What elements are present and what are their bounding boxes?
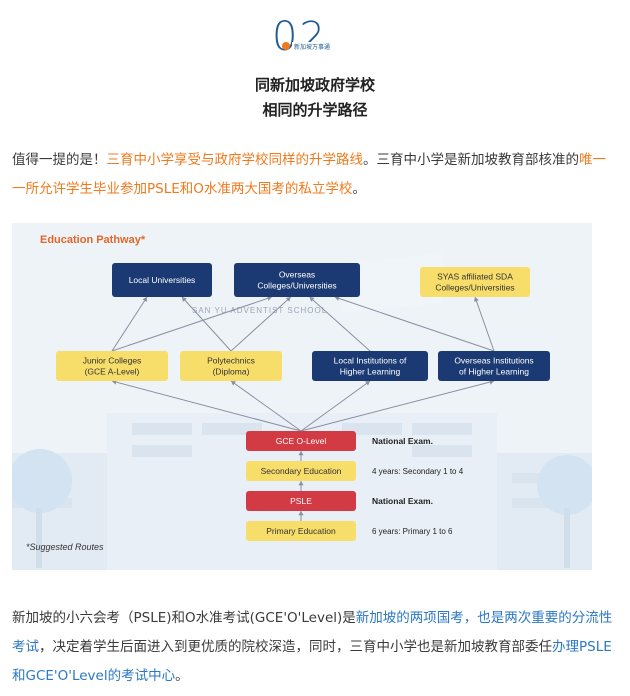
diagram-watermark: SAN YU ADVENTIST SCHOOL <box>192 306 327 315</box>
outro-text-3: 。 <box>175 668 189 684</box>
arrow-overseasinst-to-syas-head <box>473 297 479 302</box>
pathway-box-label: Colleges/Universities <box>435 283 514 293</box>
pathway-box-label: (Diploma) <box>213 367 250 377</box>
arrow-overseasinst-to-syas <box>474 296 495 352</box>
outro-text-2: ，决定着学生后面进入到更优质的院校深造，同时，三育中小学也是新加坡教育部委任 <box>39 639 552 655</box>
pathway-box-olevel: GCE O-Level National Exam. <box>246 431 433 451</box>
arrow-olevel-to-local_inst <box>300 380 371 432</box>
pathway-box-bg <box>246 521 356 541</box>
pathway-box-local-uni: Local Universities <box>112 263 212 297</box>
arrow-olevel-to-poly-head <box>231 381 236 386</box>
pathway-box-label: Junior Colleges <box>83 356 142 366</box>
arrow-jc-to-local-uni <box>111 296 148 352</box>
pathway-box-note: 6 years: Primary 1 to 6 <box>372 527 453 536</box>
section-number: 02 <box>272 14 327 60</box>
arrow-overseasinst-to-overseas-uni <box>334 296 495 352</box>
pathway-box-bg <box>312 351 428 381</box>
pathway-box-note: National Exam. <box>372 496 433 506</box>
pathway-box-bg <box>112 263 212 297</box>
intro-highlight-2: 唯一 一所允许学生毕业参加PSLE和O水准两大国考的私立学校 <box>12 152 606 197</box>
pathway-box-label: Local Universities <box>129 275 196 285</box>
pathway-box-label: SYAS affiliated SDA <box>437 272 513 282</box>
pathway-box-bg <box>246 491 356 511</box>
pathway-box-label: Secondary Education <box>261 466 342 476</box>
arrow-localinst-to-overseas-uni-head <box>309 297 315 302</box>
arrow-jc-to-overseas-uni <box>111 296 272 352</box>
intro-text-1: 值得一提的是！ <box>12 152 107 168</box>
pathway-box-psle: PSLE National Exam. <box>246 491 433 511</box>
diagram-canvas: Education Pathway* SAN YU ADVENTIST SCHO… <box>12 234 592 570</box>
diagram-arrows <box>111 295 495 521</box>
outro-paragraph: 新加坡的小六会考（PSLE)和O水准考试(GCE'O'Level)是新加坡的两项… <box>12 604 618 691</box>
pathway-box-note: 4 years: Secondary 1 to 4 <box>372 467 464 476</box>
arrow-jc-to-local-uni-head <box>142 297 147 302</box>
logo-dot-icon <box>282 42 290 50</box>
pathway-box-bg <box>246 431 356 451</box>
pathway-box-note: National Exam. <box>372 436 433 446</box>
pathway-box-label: Higher Learning <box>340 367 401 377</box>
pathway-box-label: GCE O-Level <box>276 436 327 446</box>
arrow-poly-to-overseas-uni <box>230 296 292 352</box>
diagram-title: Education Pathway* <box>40 234 146 246</box>
pathway-box-label: Colleges/Universities <box>257 281 336 291</box>
arrow-olevel-to-jc <box>111 380 302 432</box>
pathway-box-label: Polytechnics <box>207 356 255 366</box>
outro-highlight-1: 新加坡的两项国考，也是两次重要的分流性考试 <box>12 610 613 655</box>
arrow-jc-to-overseas-uni-head <box>266 295 272 301</box>
pathway-box-poly: Polytechnics(Diploma) <box>180 351 282 381</box>
arrow-secondary-to-olevel-head <box>298 451 304 456</box>
arrow-localinst-to-overseas-uni <box>309 296 371 352</box>
pathway-box-bg <box>438 351 550 381</box>
arrow-overseasinst-to-overseas-uni-head <box>334 295 340 301</box>
section-heading-line1: 同新加坡政府学校 <box>254 76 375 94</box>
arrow-psle-to-secondary-head <box>298 481 304 486</box>
arrow-poly-to-overseas-uni-head <box>285 297 291 302</box>
diagram-footnote: *Suggested Routes <box>26 542 104 552</box>
pathway-box-label: PSLE <box>290 496 312 506</box>
pathway-box-bg <box>246 461 356 481</box>
intro-text-2: 。三育中小学是新加坡教育部核准的 <box>363 152 579 168</box>
arrow-poly-to-local-uni-head <box>182 297 187 302</box>
education-pathway-diagram: Education Pathway* SAN YU ADVENTIST SCHO… <box>12 223 592 570</box>
intro-text-3: 。 <box>352 181 366 197</box>
section-heading-line2: 相同的升学路径 <box>262 101 368 119</box>
pathway-box-label: of Higher Learning <box>459 367 529 377</box>
pathway-box-label: Overseas Institutions <box>454 356 533 366</box>
arrow-poly-to-local-uni <box>181 296 232 352</box>
pathway-box-label: Overseas <box>279 270 315 280</box>
badge-subtitle: 新加坡万事通 <box>292 42 333 51</box>
arrow-olevel-to-overseas_inst <box>300 380 495 432</box>
intro-highlight-1: 三育中小学享受与政府学校同样的升学路线 <box>106 152 364 168</box>
intro-paragraph: 值得一提的是！三育中小学享受与政府学校同样的升学路线。三育中小学是新加坡教育部核… <box>12 146 618 204</box>
arrow-primary-to-psle-head <box>298 511 304 516</box>
outro-text-1: 新加坡的小六会考（PSLE)和O水准考试(GCE'O'Level)是 <box>12 610 356 626</box>
pathway-box-label: Local Institutions of <box>334 356 407 366</box>
pathway-box-jc: Junior Colleges(GCE A-Level) <box>56 351 168 381</box>
pathway-box-label: (GCE A-Level) <box>85 367 140 377</box>
pathway-box-label: Primary Education <box>266 526 336 536</box>
diagram-boxes: Local UniversitiesOverseasColleges/Unive… <box>56 263 550 541</box>
section-number-badge: 02 新加坡万事通 <box>272 14 362 64</box>
pathway-box-bg <box>180 351 282 381</box>
pathway-box-primary: Primary Education 6 years: Primary 1 to 6 <box>246 521 453 541</box>
arrow-olevel-to-local_inst-head <box>365 381 370 386</box>
pathway-box-bg <box>420 267 530 297</box>
pathway-box-bg <box>56 351 168 381</box>
pathway-box-bg <box>234 263 360 297</box>
pathway-box-secondary: Secondary Education 4 years: Secondary 1 … <box>246 461 464 481</box>
outro-highlight-2: 办理PSLE和GCE'O'Level的考试中心 <box>12 639 612 684</box>
arrow-olevel-to-poly <box>230 380 302 432</box>
